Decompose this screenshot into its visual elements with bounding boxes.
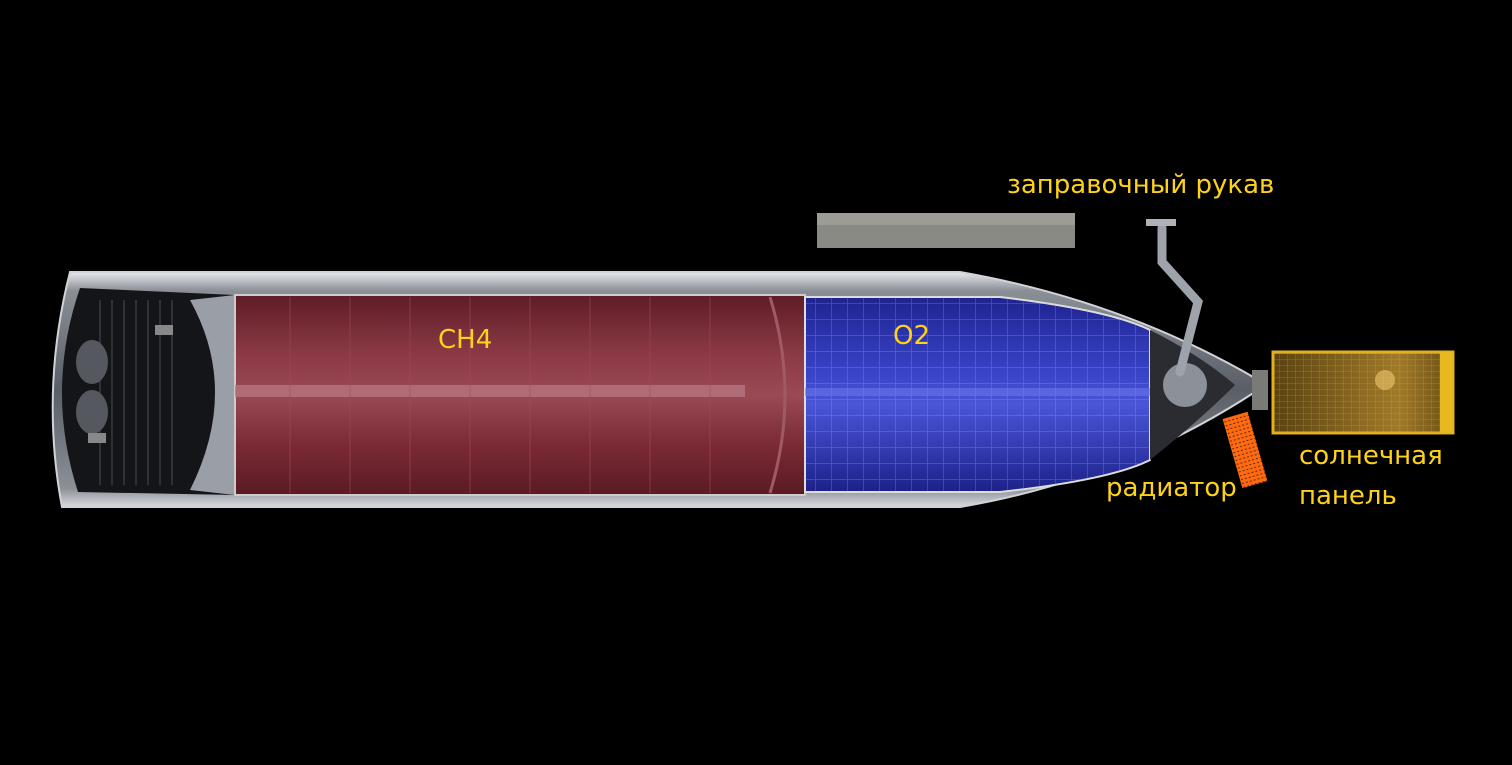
- radiator-panel: [1222, 411, 1268, 489]
- label-solar-panel-line2: панель: [1299, 481, 1397, 511]
- label-oxygen-tank: O2: [893, 321, 931, 351]
- refuel-arm: [1146, 219, 1203, 377]
- label-refuel-arm: заправочный рукав: [1007, 170, 1275, 200]
- label-solar-panel-line1: солнечная: [1299, 441, 1443, 471]
- docking-adapter: [1252, 370, 1268, 410]
- label-methane-tank: CH4: [438, 325, 493, 355]
- solar-panel: [1271, 350, 1455, 435]
- methane-tank: [234, 294, 806, 496]
- engine-section: [61, 288, 236, 495]
- label-radiator: радиатор: [1106, 473, 1237, 503]
- docking-hub: [1163, 363, 1207, 407]
- oxygen-tank: [804, 296, 1151, 493]
